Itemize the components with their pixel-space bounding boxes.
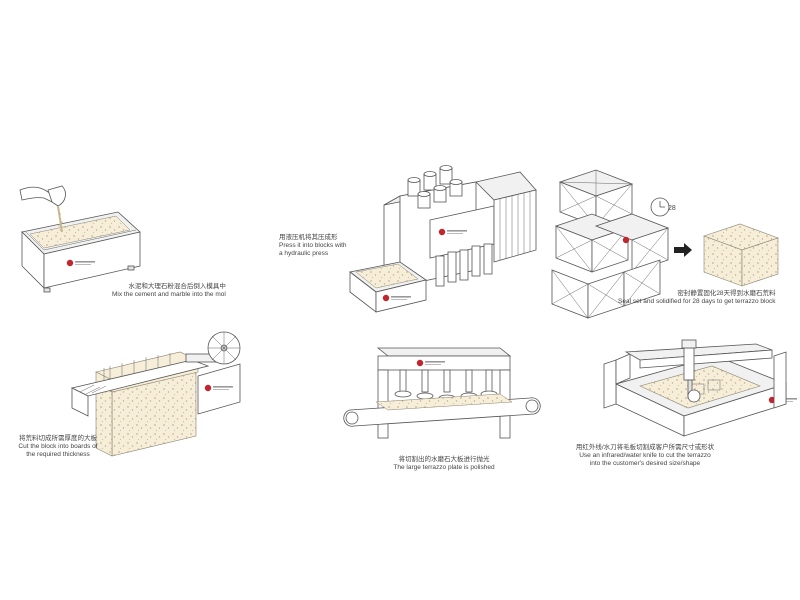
caption-shape: 用红外线/水刀将毛板切割成客户所需尺寸或形状 Use an infrared/w… — [560, 444, 730, 469]
step-shape-illustration — [603, 339, 797, 437]
caption-cut-en-1: Cut the block into boards of — [18, 443, 98, 451]
caption-mix-cn: 水泥和大理石粉混合后倒入模具中 — [128, 283, 226, 290]
caption-mix-en: Mix the cement and marble into the mol — [112, 291, 226, 299]
caption-polish-en: The large terrazzo plate is polished — [393, 464, 495, 472]
step-cut-illustration — [70, 331, 241, 457]
step-cure-illustration: 28 — [551, 169, 779, 319]
caption-press-cn: 用液压机将其压成形 — [279, 234, 338, 241]
step-polish-illustration — [343, 347, 541, 439]
caption-shape-en-2: into the customer's desired size/shape — [589, 460, 701, 468]
caption-polish-cn: 将切割出的水磨石大板进行抛光 — [398, 456, 490, 463]
caption-press-en-1: Press it into blocks with — [279, 242, 347, 250]
caption-cure-en: Seal set and solidified for 28 days to g… — [618, 298, 776, 306]
step-mix-illustration — [19, 185, 141, 293]
caption-mix: 水泥和大理石粉混合后倒入模具中 Mix the cement and marbl… — [112, 283, 226, 299]
caption-cut: 将荒料切成所需厚度的大板 Cut the block into boards o… — [4, 435, 112, 460]
flywheel-icon — [207, 331, 241, 365]
caption-cut-en-2: the required thickness — [26, 451, 90, 459]
caption-press-en-2: a hydraulic press — [279, 250, 329, 258]
caption-shape-en-1: Use an infrared/water knife to cut the t… — [579, 452, 711, 460]
step-press-illustration — [349, 165, 537, 313]
caption-cure: 密封静置固化28天得到水磨石荒料 Seal set and solidified… — [618, 290, 776, 306]
timer-icon: 28 — [650, 197, 676, 217]
caption-shape-cn: 用红外线/水刀将毛板切割成客户所需尺寸或形状 — [575, 444, 715, 451]
caption-cure-cn: 密封静置固化28天得到水磨石荒料 — [677, 290, 776, 297]
caption-cut-cn: 将荒料切成所需厚度的大板 — [19, 435, 97, 442]
timer-label: 28 — [668, 205, 676, 212]
caption-polish: 将切割出的水磨石大板进行抛光 The large terrazzo plate … — [354, 456, 534, 472]
arrow-right-icon — [674, 243, 692, 257]
caption-press: 用液压机将其压成形 Press it into blocks with a hy… — [279, 234, 347, 259]
